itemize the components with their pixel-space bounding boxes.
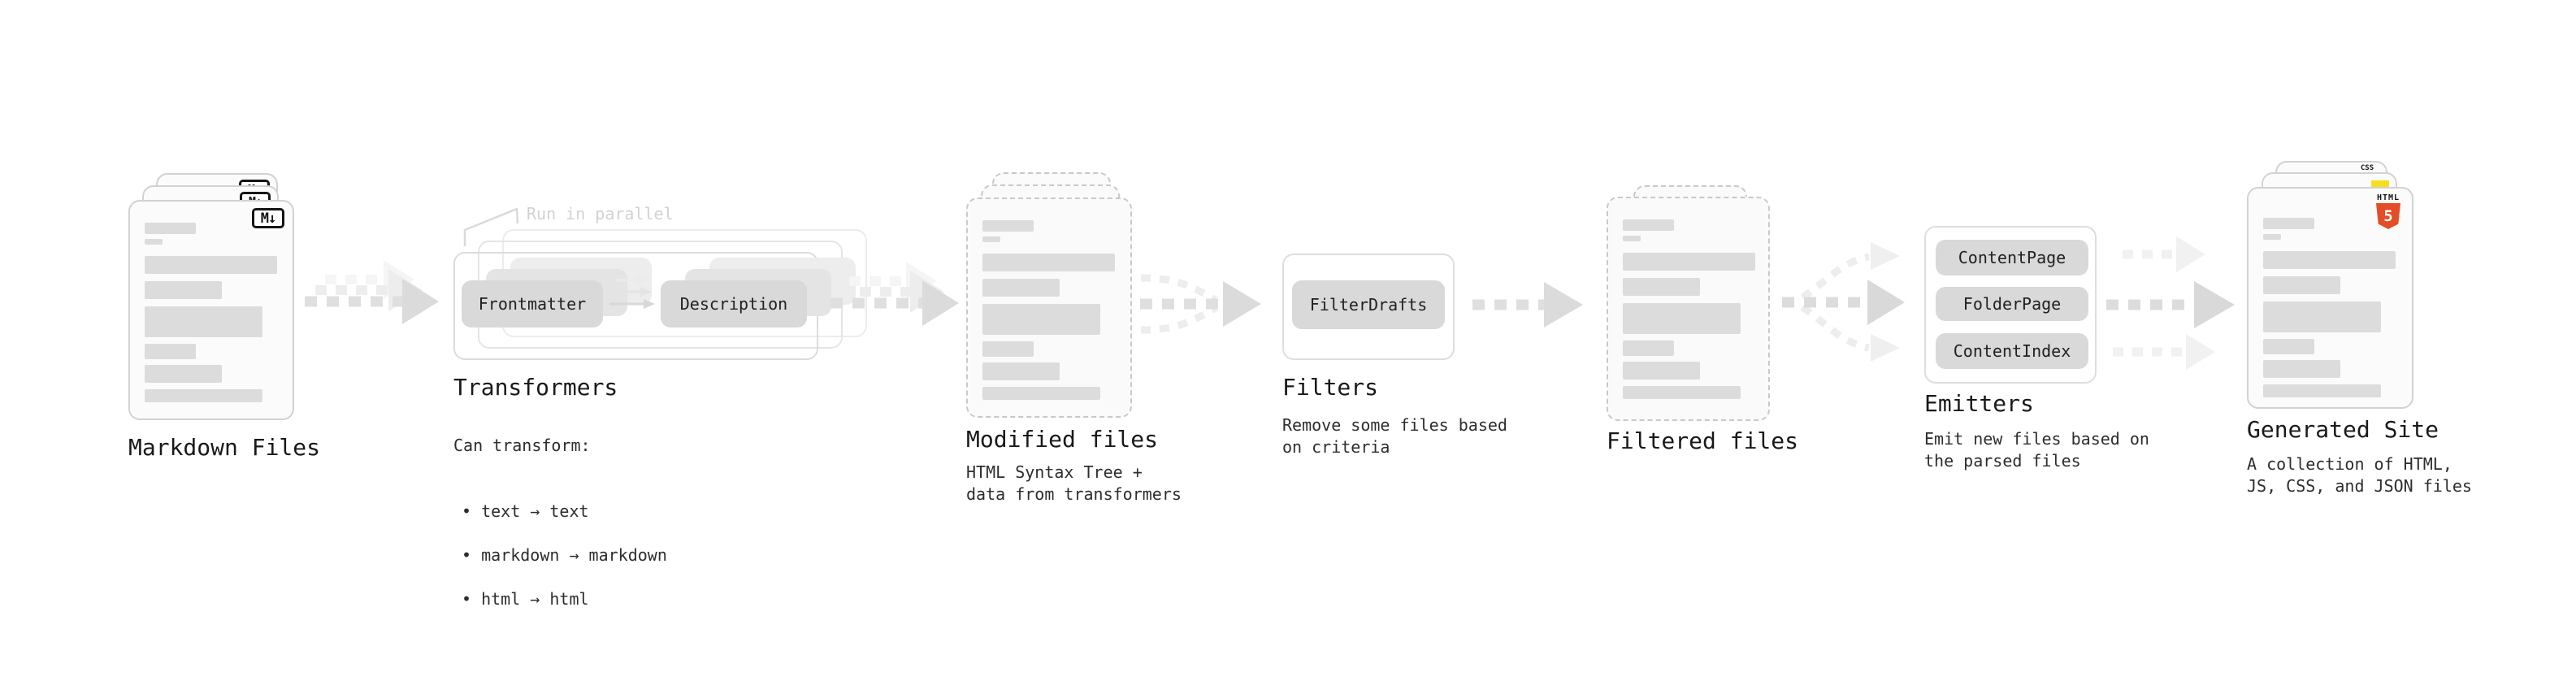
markdown-file-card-front: M↓	[128, 200, 294, 420]
generated-file-card-front: HTML 5	[2247, 187, 2413, 409]
html5-badge-label: HTML	[2376, 193, 2400, 202]
emitters-panel: ContentPage FolderPage ContentIndex	[1924, 226, 2097, 384]
filters-heading: Filters	[1282, 374, 1379, 401]
transformers-heading: Transformers	[453, 374, 618, 401]
file-skeleton	[982, 220, 1116, 400]
filtered-files-heading: Filtered files	[1607, 427, 1799, 454]
transformers-bullets: • text → text • markdown → markdown • ht…	[453, 479, 667, 632]
filters-desc: Remove some files based on criteria	[1282, 415, 1507, 457]
arrow-markdown-to-transformers	[305, 260, 439, 324]
html5-icon: HTML 5	[2374, 193, 2402, 229]
transformers-desc-title: Can transform:	[453, 436, 591, 455]
run-in-parallel-note: Run in parallel	[527, 204, 674, 223]
modified-file-card-front	[966, 197, 1132, 418]
css-badge-label: CSS	[2360, 164, 2374, 172]
generated-site-desc: A collection of HTML, JS, CSS, and JSON …	[2247, 454, 2472, 496]
modified-files-heading: Modified files	[966, 426, 1159, 453]
emitters-desc: Emit new files based on the parsed files	[1924, 429, 2149, 471]
emitters-heading: Emitters	[1924, 390, 2034, 417]
markdown-icon: M↓	[252, 208, 284, 228]
filterdrafts-chip: FilterDrafts	[1292, 280, 1445, 329]
filters-panel: FilterDrafts	[1282, 254, 1455, 360]
description-chip: Description	[661, 280, 807, 327]
contentpage-chip: ContentPage	[1936, 240, 2088, 275]
contentindex-chip: ContentIndex	[1936, 333, 2088, 369]
frontmatter-chip: Frontmatter	[462, 280, 603, 327]
arrow-filtered-to-emitters	[1782, 242, 1905, 362]
arrow-emitters-to-generated	[2106, 236, 2235, 370]
arrow-filters-to-filtered	[1472, 282, 1583, 327]
arrow-modified-to-filters	[1140, 274, 1261, 334]
file-skeleton	[2263, 218, 2397, 397]
file-skeleton	[1623, 219, 1755, 399]
bullet-item: • text → text	[462, 501, 589, 521]
folderpage-chip: FolderPage	[1936, 287, 2088, 321]
html5-badge-number: 5	[2383, 207, 2393, 225]
bullet-item: • html → html	[462, 589, 589, 609]
js-icon	[2371, 180, 2389, 189]
generated-site-heading: Generated Site	[2247, 416, 2439, 443]
modified-files-desc: HTML Syntax Tree + data from transformer…	[966, 462, 1182, 504]
filtered-file-card-front	[1607, 197, 1770, 421]
html5-shield: 5	[2376, 203, 2400, 229]
bullet-item: • markdown → markdown	[462, 545, 667, 565]
markdown-files-heading: Markdown Files	[128, 434, 321, 461]
file-skeleton	[145, 223, 278, 402]
transformers-desc: Can transform: • text → text • markdown …	[453, 413, 667, 654]
